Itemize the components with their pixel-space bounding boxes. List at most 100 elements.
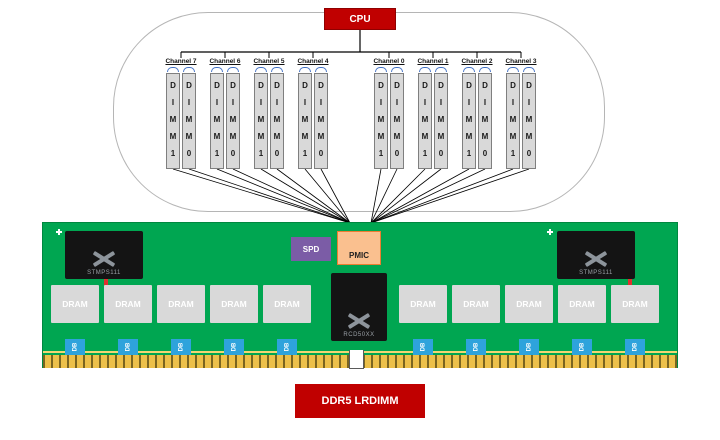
- data-buffer-label: DB: [283, 342, 290, 352]
- spd-label: SPD: [302, 244, 320, 254]
- dimm-brace-icon: [255, 67, 267, 72]
- edge-connector-notch: [349, 350, 364, 369]
- dram-chip: DRAM: [505, 285, 553, 323]
- channel-label: Channel 2: [461, 58, 493, 65]
- data-buffer-chip: DB: [224, 339, 244, 355]
- silkscreen-mark-icon: [56, 229, 62, 235]
- vendor-x-logo-icon: [583, 251, 609, 267]
- data-buffer-chip: DB: [413, 339, 433, 355]
- data-buffer-label: DB: [525, 342, 532, 352]
- dimm-brace-icon: [523, 67, 535, 72]
- dram-chip: DRAM: [210, 285, 258, 323]
- dram-chip: DRAM: [263, 285, 311, 323]
- dimm-slot-dimm0: D I M M 0: [478, 73, 492, 169]
- dram-chip: DRAM: [558, 285, 606, 323]
- dimm-brace-icon: [315, 67, 327, 72]
- dimm-brace-icon: [167, 67, 179, 72]
- dimm-slot-dimm0: D I M M 0: [270, 73, 284, 169]
- pmic-chip: PMIC: [337, 231, 381, 265]
- module-caption-label: DDR5 LRDIMM: [321, 395, 399, 407]
- channel-label: Channel 5: [253, 58, 285, 65]
- dimm-brace-icon: [271, 67, 283, 72]
- dimm-slot-dimm1: D I M M 1: [374, 73, 388, 169]
- dimm-brace-icon: [227, 67, 239, 72]
- channel-label: Channel 7: [165, 58, 197, 65]
- dimm-brace-icon: [479, 67, 491, 72]
- dimm-slot-dimm1: D I M M 1: [210, 73, 224, 169]
- data-buffer-chip: DB: [118, 339, 138, 355]
- data-buffer-chip: DB: [519, 339, 539, 355]
- rcd-chip-label: RCD50XX: [343, 332, 375, 338]
- dimm-slot-dimm0: D I M M 0: [182, 73, 196, 169]
- dimm-slot-dimm0: D I M M 0: [434, 73, 448, 169]
- data-buffer-label: DB: [472, 342, 479, 352]
- dimm-brace-icon: [299, 67, 311, 72]
- dimm-brace-icon: [507, 67, 519, 72]
- pmu-chip-left-label: STMPS111: [87, 270, 121, 276]
- pmu-chip-left: STMPS111: [65, 231, 143, 279]
- dimm-slot-dimm1: D I M M 1: [418, 73, 432, 169]
- pmu-chip-right-label: STMPS111: [579, 270, 613, 276]
- dimm-slot-dimm1: D I M M 1: [462, 73, 476, 169]
- data-buffer-label: DB: [124, 342, 131, 352]
- dimm-brace-icon: [463, 67, 475, 72]
- rcd-chip: RCD50XX: [331, 273, 387, 341]
- data-buffer-label: DB: [71, 342, 78, 352]
- pmu-chip-right: STMPS111: [557, 231, 635, 279]
- dimm-brace-icon: [183, 67, 195, 72]
- data-buffer-label: DB: [578, 342, 585, 352]
- data-buffer-chip: DB: [171, 339, 191, 355]
- silkscreen-mark-icon: [547, 229, 553, 235]
- cpu-chip: CPU: [324, 8, 396, 30]
- dram-chip: DRAM: [51, 285, 99, 323]
- dimm-brace-icon: [419, 67, 431, 72]
- dimm-brace-icon: [375, 67, 387, 72]
- data-buffer-chip: DB: [65, 339, 85, 355]
- data-buffer-label: DB: [631, 342, 638, 352]
- dimm-slot-dimm0: D I M M 0: [522, 73, 536, 169]
- data-buffer-chip: DB: [625, 339, 645, 355]
- dimm-brace-icon: [211, 67, 223, 72]
- dram-chip: DRAM: [399, 285, 447, 323]
- cpu-label: CPU: [349, 13, 371, 25]
- vendor-x-logo-icon: [91, 251, 117, 267]
- dimm-brace-icon: [391, 67, 403, 72]
- channel-label: Channel 4: [297, 58, 329, 65]
- data-buffer-label: DB: [177, 342, 184, 352]
- vendor-x-logo-icon: [346, 313, 372, 329]
- dram-chip: DRAM: [157, 285, 205, 323]
- channel-label: Channel 0: [373, 58, 405, 65]
- dimm-slot-dimm1: D I M M 1: [254, 73, 268, 169]
- data-buffer-chip: DB: [277, 339, 297, 355]
- data-buffer-chip: DB: [572, 339, 592, 355]
- dram-chip: DRAM: [611, 285, 659, 323]
- data-buffer-chip: DB: [466, 339, 486, 355]
- dram-chip: DRAM: [452, 285, 500, 323]
- channel-label: Channel 3: [505, 58, 537, 65]
- passive-component-red: [628, 279, 632, 290]
- dimm-slot-dimm1: D I M M 1: [506, 73, 520, 169]
- dram-chip: DRAM: [104, 285, 152, 323]
- data-buffer-label: DB: [230, 342, 237, 352]
- spd-chip: SPD: [291, 237, 331, 261]
- dimm-slot-dimm1: D I M M 1: [298, 73, 312, 169]
- data-buffer-label: DB: [419, 342, 426, 352]
- dimm-slot-dimm0: D I M M 0: [390, 73, 404, 169]
- passive-component-red: [104, 279, 108, 290]
- dimm-slot-dimm1: D I M M 1: [166, 73, 180, 169]
- dimm-slot-dimm0: D I M M 0: [314, 73, 328, 169]
- module-caption: DDR5 LRDIMM: [295, 384, 425, 418]
- dimm-slot-dimm0: D I M M 0: [226, 73, 240, 169]
- dimm-brace-icon: [435, 67, 447, 72]
- channel-label: Channel 1: [417, 58, 449, 65]
